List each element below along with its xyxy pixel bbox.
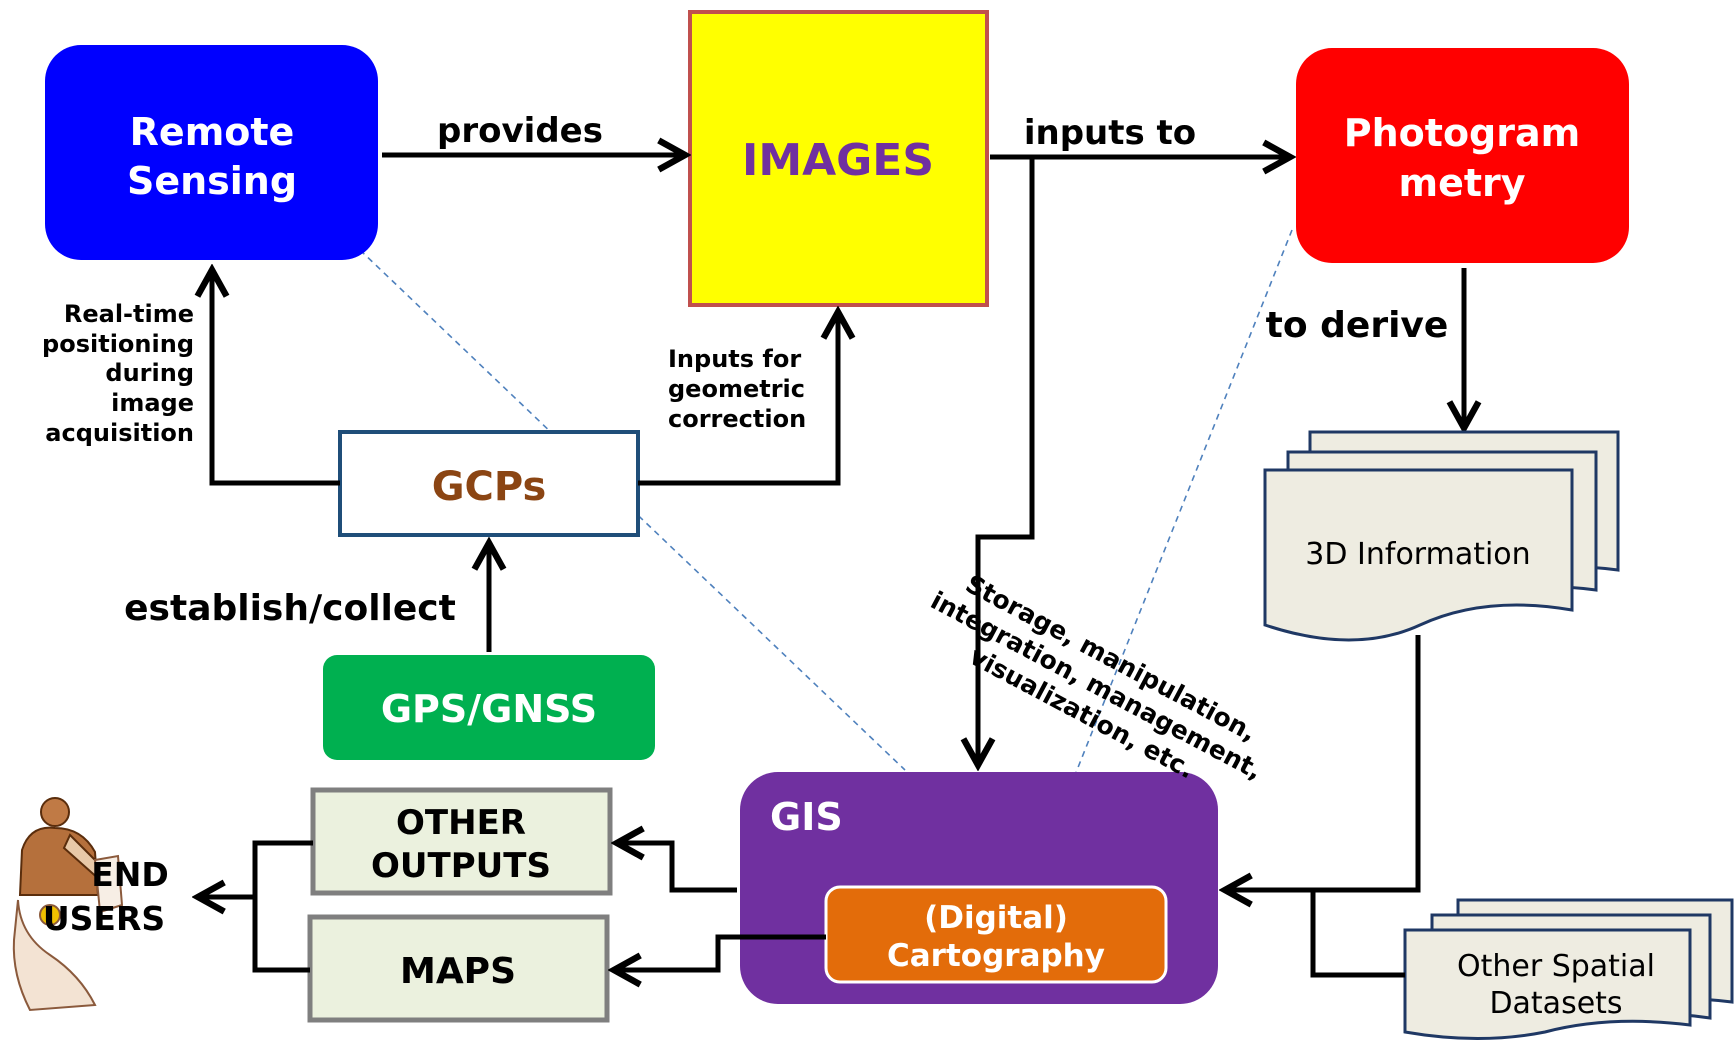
other-outputs-node: OTHER OUTPUTS: [310, 787, 613, 896]
cartography-label-line1: (Digital): [924, 900, 1068, 936]
3d-information-node: 3D Information: [1263, 430, 1620, 642]
outputs-to-end-users-connector: [252, 840, 313, 973]
to-derive-label: to derive: [1266, 305, 1449, 346]
geometric-label-line2: geometric: [668, 375, 805, 403]
establish-collect-label: establish/collect: [124, 588, 456, 629]
gcps-node: GCPs: [338, 430, 640, 537]
other-spatial-datasets-label-line2: Datasets: [1489, 986, 1622, 1021]
photogrammetry-label-line1: Photogram: [1344, 111, 1580, 155]
other-spatial-datasets-label-line1: Other Spatial: [1457, 949, 1655, 984]
other-outputs-label-line2: OUTPUTS: [371, 846, 551, 886]
images-label: IMAGES: [742, 135, 934, 186]
gis-to-other-outputs-arrow: [617, 843, 737, 893]
gcps-to-images-arrow: [638, 312, 838, 486]
realtime-label-line2: positioning: [42, 330, 194, 358]
dashed-line-right: [1074, 229, 1293, 776]
realtime-label-line3: during: [105, 359, 194, 387]
realtime-label-line4: image: [111, 389, 194, 417]
other-datasets-connector: [1310, 890, 1405, 978]
geometric-label-line1: Inputs for: [668, 345, 801, 373]
gps-gnss-node: GPS/GNSS: [323, 655, 655, 760]
photogrammetry-label-line2: metry: [1398, 161, 1525, 205]
photogrammetry-node: Photogram metry: [1296, 48, 1629, 263]
geometric-label-line3: correction: [668, 405, 806, 433]
inputs-to-label: inputs to: [1024, 113, 1196, 153]
cartography-to-maps-arrow: [614, 934, 826, 970]
end-users-figure: END USERS: [12, 797, 169, 1012]
remote-sensing-label-line1: Remote: [130, 110, 295, 154]
end-users-label-line1: END: [91, 855, 169, 894]
gis-node: GIS (Digital) Cartography: [740, 772, 1218, 1004]
cartography-label-line2: Cartography: [887, 938, 1105, 974]
provides-label: provides: [437, 111, 603, 151]
3d-information-label: 3D Information: [1305, 537, 1530, 572]
remote-sensing-node: Remote Sensing: [45, 45, 378, 260]
gcps-label: GCPs: [432, 464, 547, 510]
gis-label: GIS: [770, 795, 843, 839]
other-spatial-datasets-node: Other Spatial Datasets: [1403, 898, 1734, 1040]
realtime-label-line5: acquisition: [45, 419, 194, 447]
3d-info-to-gis-arrow: [1225, 635, 1421, 890]
maps-label: MAPS: [400, 951, 516, 992]
realtime-label-line1: Real-time: [64, 300, 194, 328]
gps-gnss-label: GPS/GNSS: [381, 687, 597, 731]
person-icon: [12, 797, 124, 1012]
cartography-node: (Digital) Cartography: [824, 885, 1168, 984]
other-outputs-label-line1: OTHER: [396, 803, 526, 843]
maps-node: MAPS: [307, 914, 610, 1023]
remote-sensing-label-line2: Sensing: [127, 159, 297, 203]
end-users-label-line2: USERS: [43, 899, 165, 938]
images-node: IMAGES: [688, 10, 989, 307]
images-to-gis-arrow: [978, 157, 1035, 765]
gcps-to-remote-sensing-arrow: [212, 270, 340, 486]
